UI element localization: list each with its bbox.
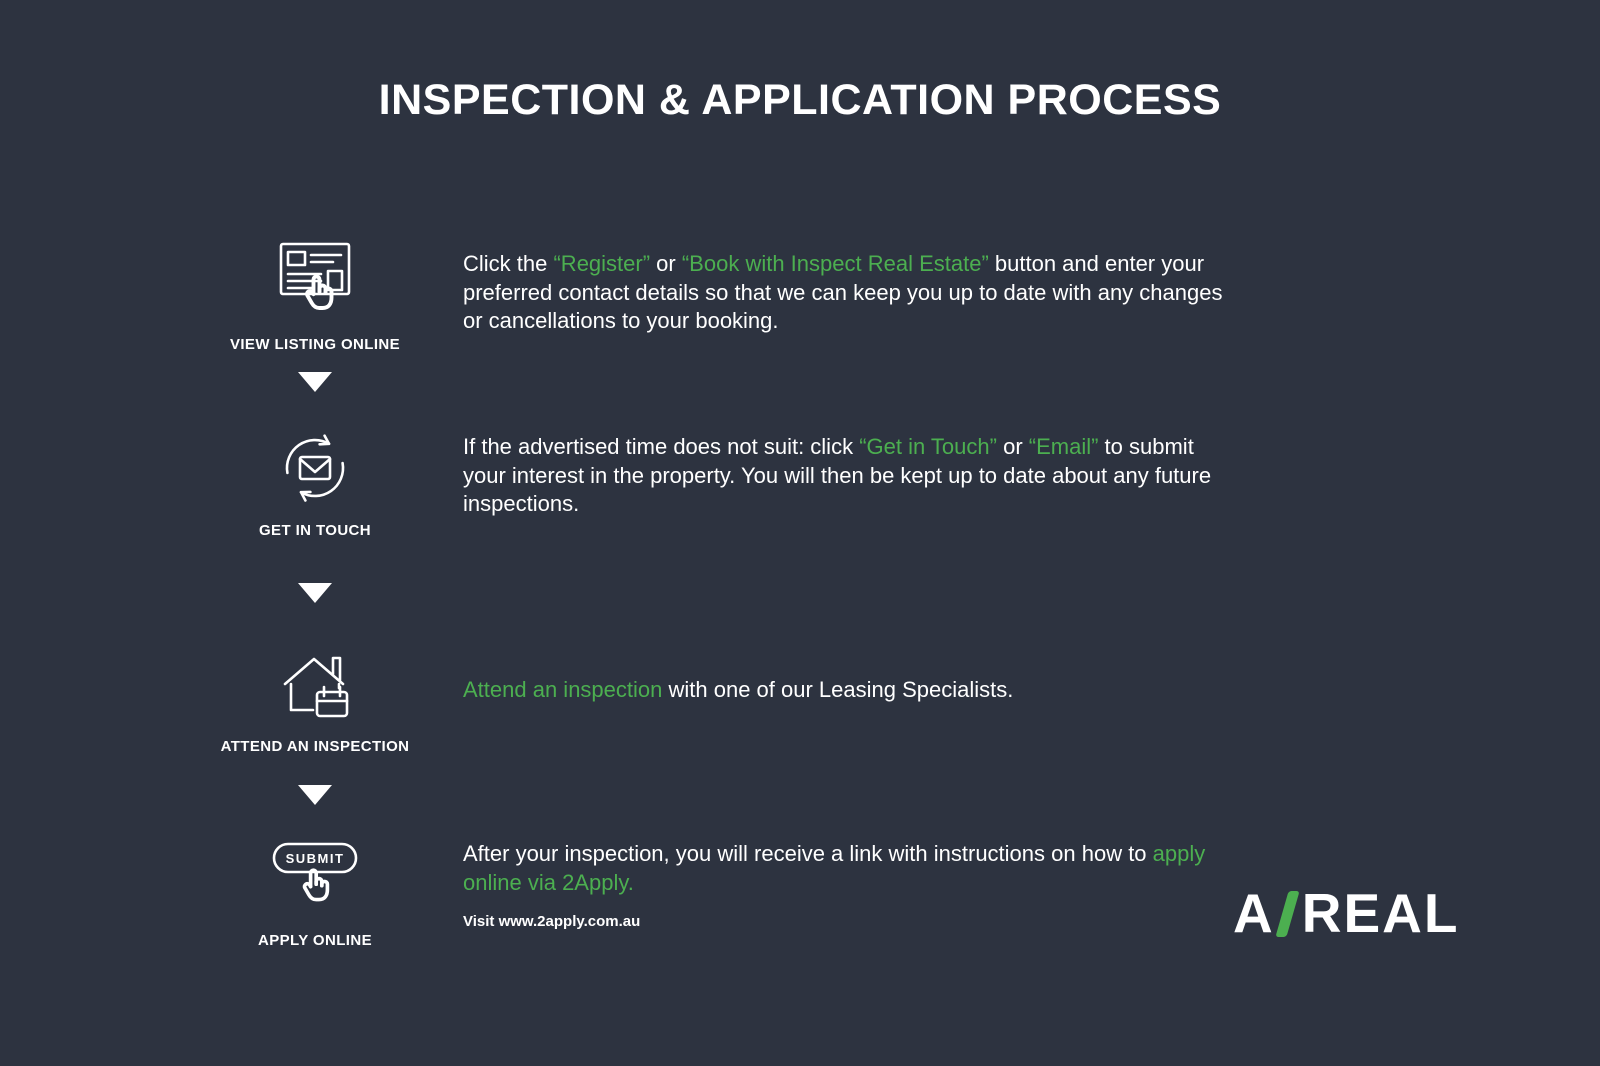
- text-segment-highlight: “Book with Inspect Real Estate”: [681, 251, 989, 276]
- text-segment: or: [996, 434, 1029, 459]
- step-description-apply-online: After your inspection, you will receive …: [463, 840, 1238, 897]
- text-segment: After your inspection, you will receive …: [463, 841, 1153, 866]
- email-sync-icon: [267, 420, 363, 516]
- step-label-apply-online: APPLY ONLINE: [258, 932, 372, 949]
- step-description-attend-an-inspection: Attend an inspection with one of our Lea…: [463, 676, 1238, 705]
- step-description-view-listing-online: Click the “Register” or “Book with Inspe…: [463, 250, 1238, 336]
- down-arrow-icon: [298, 583, 332, 603]
- text-segment: If the advertised time does not suit: cl…: [463, 434, 860, 459]
- text-segment-highlight: “Email”: [1028, 434, 1099, 459]
- logo-word-real: REAL: [1301, 882, 1460, 944]
- logo-letter-a: A: [1233, 882, 1275, 944]
- text-segment-highlight: “Get in Touch”: [859, 434, 997, 459]
- text-segment: Click the: [463, 251, 554, 276]
- step-label-view-listing-online: VIEW LISTING ONLINE: [229, 336, 401, 353]
- visit-url-note: Visit www.2apply.com.au: [463, 913, 641, 930]
- step-label-attend-an-inspection: ATTEND AN INSPECTION: [220, 738, 410, 755]
- areal-logo: A REAL: [1233, 886, 1459, 941]
- house-calendar-icon: [267, 634, 363, 730]
- text-segment: button and enter your preferred contact …: [463, 251, 1223, 333]
- text-segment-highlight: “Register”: [553, 251, 651, 276]
- submit-button-icon: SUBMIT: [260, 836, 370, 920]
- step-description-get-in-touch: If the advertised time does not suit: cl…: [463, 433, 1238, 519]
- logo-slash-icon: [1275, 890, 1300, 937]
- page-title: INSPECTION & APPLICATION PROCESS: [378, 76, 1222, 124]
- down-arrow-icon: [298, 372, 332, 392]
- submit-button-label: SUBMIT: [286, 851, 345, 866]
- text-segment: with one of our Leasing Specialists.: [662, 677, 1014, 702]
- listing-cursor-icon: [269, 228, 361, 324]
- text-segment: to submit your interest in the property.…: [463, 434, 1212, 516]
- step-label-get-in-touch: GET IN TOUCH: [258, 522, 372, 539]
- down-arrow-icon: [298, 785, 332, 805]
- text-segment-highlight: apply online via 2Apply.: [463, 841, 1206, 895]
- text-segment: or: [650, 251, 682, 276]
- text-segment-highlight: Attend an inspection: [463, 677, 663, 702]
